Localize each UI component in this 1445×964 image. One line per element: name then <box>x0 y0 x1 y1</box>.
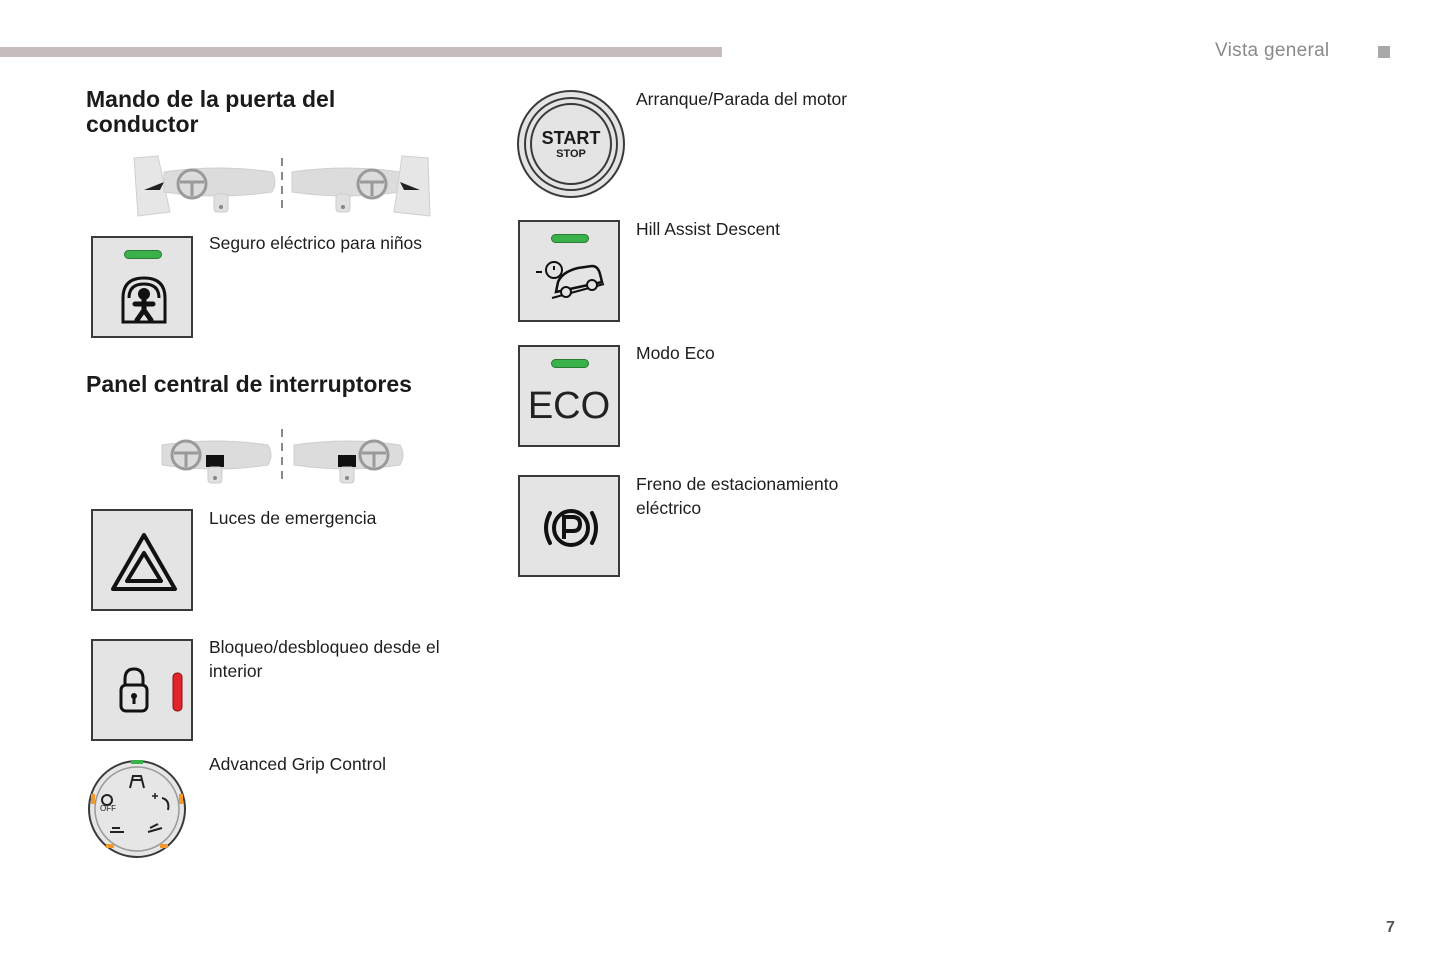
hill-descent-label: Hill Assist Descent <box>636 219 780 239</box>
grip-control-dial-icon[interactable]: OFF <box>86 758 188 860</box>
lock-button[interactable] <box>91 639 193 741</box>
hill-descent-icon <box>536 261 605 299</box>
lock-label: Bloqueo/desbloqueo desde el interior <box>209 637 440 681</box>
parking-brake-label: Freno de estacionamiento eléctrico <box>636 474 839 518</box>
eco-label: Modo Eco <box>636 343 715 363</box>
child-lock-led <box>124 250 162 259</box>
header-square-icon <box>1378 46 1390 58</box>
driver-door-title: Mando de la puerta del conductor <box>86 86 336 137</box>
central-panel-title: Panel central de interruptores <box>86 371 412 397</box>
central-dashboard-diagram-icon <box>161 429 404 484</box>
page-number: 7 <box>1386 919 1395 936</box>
child-lock-button[interactable] <box>91 236 193 338</box>
eco-led <box>551 359 589 368</box>
start-stop-label: Arranque/Parada del motor <box>636 89 848 109</box>
hill-descent-led <box>551 234 589 243</box>
eco-text: ECO <box>527 385 611 427</box>
section-header: Vista general <box>1215 40 1330 61</box>
start-text: START <box>542 128 601 148</box>
start-stop-icon[interactable]: START STOP <box>516 89 626 199</box>
grip-label: Advanced Grip Control <box>209 754 387 774</box>
child-lock-icon <box>121 276 167 324</box>
hazard-label: Luces de emergencia <box>209 508 377 528</box>
door-dashboard-diagram-icon <box>133 155 431 217</box>
stop-text: STOP <box>556 148 586 160</box>
grip-off-text: OFF <box>100 804 116 813</box>
padlock-icon <box>119 667 183 713</box>
header-bar <box>0 47 722 57</box>
hazard-triangle-icon <box>111 533 177 591</box>
child-lock-label: Seguro eléctrico para niños <box>209 233 423 253</box>
parking-brake-button[interactable] <box>518 475 620 577</box>
hazard-button[interactable] <box>91 509 193 611</box>
parking-brake-icon <box>544 509 598 547</box>
hill-descent-button[interactable] <box>518 220 620 322</box>
eco-button[interactable]: ECO <box>518 345 620 447</box>
